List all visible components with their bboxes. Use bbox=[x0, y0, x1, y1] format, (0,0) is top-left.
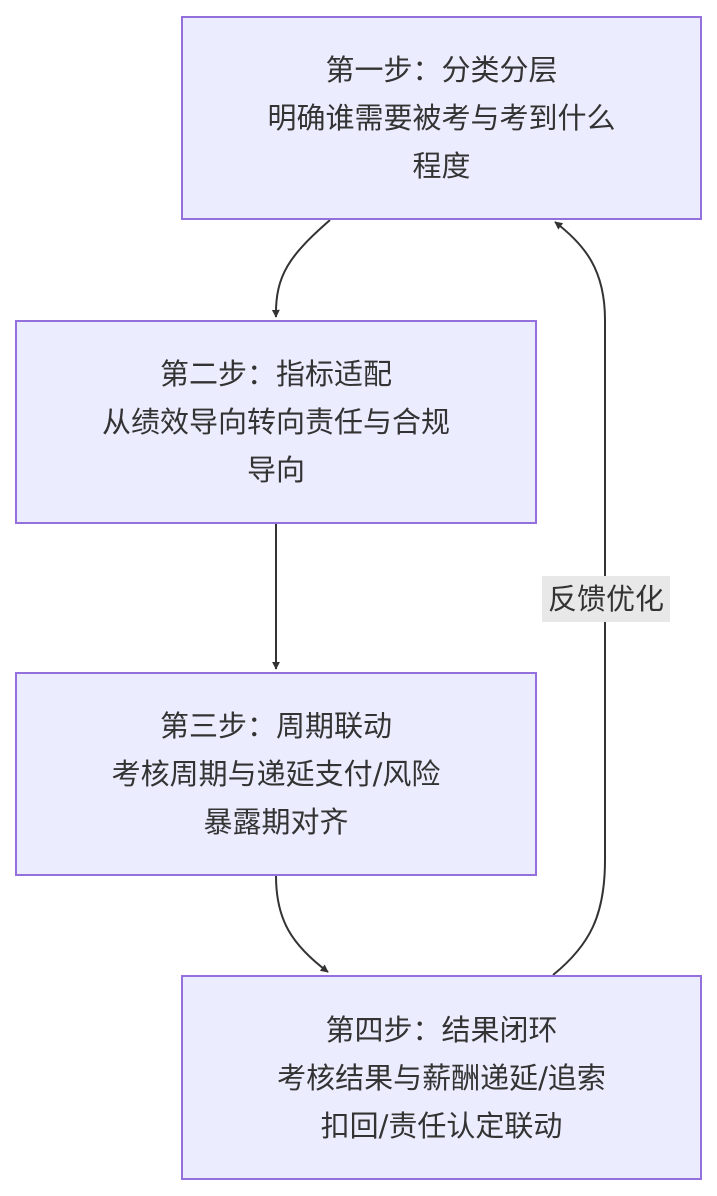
step4-desc-line2: 扣回/责任认定联动 bbox=[320, 1108, 563, 1143]
step2-title: 第二步：指标适配 bbox=[159, 357, 392, 391]
step3-title: 第三步：周期联动 bbox=[159, 709, 392, 743]
edge-step3-to-step4 bbox=[275, 875, 329, 973]
feedback-edge-label: 反馈优化 bbox=[542, 576, 670, 622]
step4-node: 第四步：结果闭环 考核结果与薪酬递延/追索 扣回/责任认定联动 bbox=[181, 975, 702, 1180]
step4-title: 第四步：结果闭环 bbox=[325, 1012, 558, 1047]
step1-title: 第一步：分类分层 bbox=[325, 53, 558, 87]
step2-node: 第二步：指标适配 从绩效导向转向责任与合规 导向 bbox=[15, 320, 537, 524]
edge-step1-to-step2 bbox=[271, 219, 331, 318]
step3-desc-line2: 暴露期对齐 bbox=[203, 805, 349, 839]
step2-desc-line2: 导向 bbox=[246, 453, 305, 487]
step2-desc-line1: 从绩效导向转向责任与合规 bbox=[101, 405, 450, 439]
step1-desc-line2: 程度 bbox=[412, 149, 471, 183]
step1-node: 第一步：分类分层 明确谁需要被考与考到什么 程度 bbox=[181, 16, 702, 220]
step3-desc-line1: 考核周期与递延支付/风险 bbox=[111, 757, 441, 791]
step1-desc-line1: 明确谁需要被考与考到什么 bbox=[267, 101, 616, 135]
step3-node: 第三步：周期联动 考核周期与递延支付/风险 暴露期对齐 bbox=[15, 672, 537, 876]
step4-desc-line1: 考核结果与薪酬递延/追索 bbox=[277, 1060, 606, 1095]
edge-step4-to-step1 bbox=[552, 221, 606, 976]
